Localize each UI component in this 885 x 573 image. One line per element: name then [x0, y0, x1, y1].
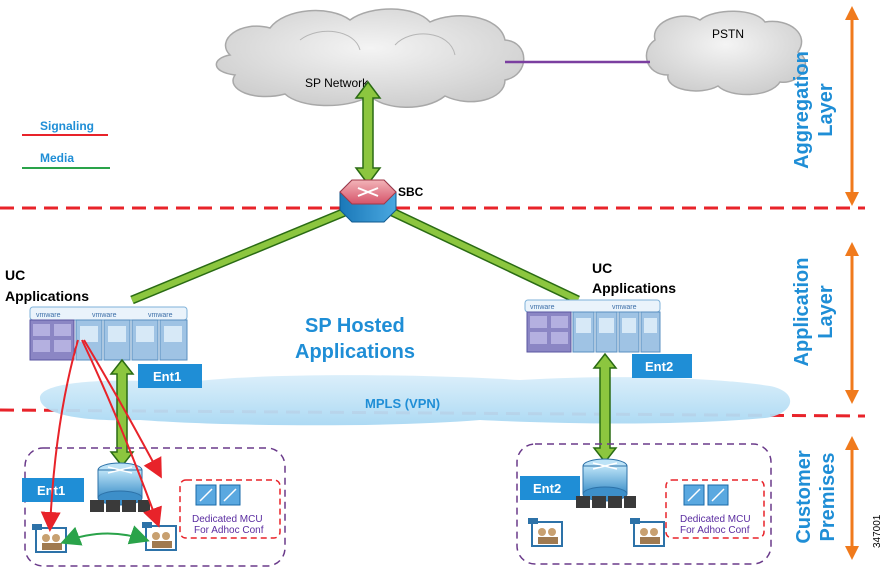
sbc-label: SBC — [398, 185, 424, 199]
legend-media-label: Media — [40, 151, 74, 165]
ent2-mcu-icon — [683, 484, 729, 506]
customer-premises-label: Customer Premises — [793, 450, 839, 544]
sp-hosted-title-line1: SP Hosted — [305, 315, 405, 337]
aggregation-layer-arrow — [845, 6, 859, 206]
ent1-mcu-box — [179, 479, 281, 539]
ent2-dc-badge-label: Ent2 — [645, 359, 673, 374]
uc-left-server-rack: vmware vmware vmware — [29, 306, 188, 361]
svg-text:Premises: Premises — [817, 453, 839, 542]
uc-left-title-line2: Applications — [5, 288, 89, 304]
svg-text:Layer: Layer — [815, 285, 837, 339]
aggregation-layer-label: Aggregation Layer — [791, 51, 837, 169]
signaling-arrow-mcu — [83, 339, 162, 479]
vmware-label-right-2: vmware — [612, 304, 637, 311]
customer-premises-arrow — [845, 436, 859, 560]
svg-text:Customer: Customer — [793, 450, 815, 544]
ent2-mcu-label-line1: Dedicated MCU — [680, 514, 751, 525]
sp-network-sbc-arrow — [354, 80, 382, 186]
vmware-label-left-2: vmware — [92, 312, 117, 319]
ent2-endpoint-left-icon — [528, 518, 563, 547]
sbc-router-icon — [339, 179, 397, 223]
pstn-cloud — [645, 10, 807, 96]
svg-text:Aggregation: Aggregation — [791, 51, 813, 169]
signaling-arrow-left — [40, 339, 79, 532]
ent1-premise-badge-label: Ent1 — [37, 483, 65, 498]
sbc-link-left — [130, 207, 347, 305]
uc-right-title-line2: Applications — [592, 280, 676, 296]
ent1-mcu-icon — [195, 484, 241, 506]
media-arrow — [60, 525, 150, 546]
ent1-premise-router-icon — [90, 462, 150, 512]
ent1-dc-badge-label: Ent1 — [153, 369, 181, 384]
sbc-link-right — [386, 205, 580, 305]
uc-right-server-rack: vmware vmware — [524, 299, 661, 353]
ent2-mcu-box — [665, 479, 765, 539]
ent1-endpoint-left-icon — [32, 524, 67, 553]
sp-hosted-title-line2: Applications — [295, 341, 415, 363]
ent1-premise-badge: Ent1 — [22, 478, 84, 502]
vmware-label-right-1: vmware — [530, 304, 555, 311]
svg-text:347001: 347001 — [872, 514, 883, 548]
mpls-label: MPLS (VPN) — [365, 396, 440, 411]
sp-network-cloud — [215, 8, 525, 108]
ent1-endpoint-right-icon — [142, 522, 177, 551]
sp-network-label: SP Network — [305, 76, 369, 90]
ent2-premise-badge-label: Ent2 — [533, 481, 561, 496]
ent2-endpoint-right-icon — [630, 518, 665, 547]
application-layer-arrow — [845, 242, 859, 404]
uc-right-title-line1: UC — [592, 260, 612, 276]
ent1-premise-box — [24, 447, 286, 567]
ent2-premise-box — [516, 443, 772, 565]
ent1-mcu-label-line2: For Adhoc Conf — [194, 525, 264, 536]
signaling-arrow-right — [81, 339, 162, 528]
ent1-dc-badge: Ent1 — [138, 364, 202, 388]
figure-id: 347001 — [872, 514, 883, 548]
svg-text:Layer: Layer — [815, 83, 837, 137]
vmware-label-left-1: vmware — [36, 312, 61, 319]
ent2-dc-badge: Ent2 — [632, 354, 692, 378]
vmware-label-left-3: vmware — [148, 312, 173, 319]
ent1-mcu-label-line1: Dedicated MCU — [192, 514, 263, 525]
pstn-label: PSTN — [712, 27, 744, 41]
legend-signaling-label: Signaling — [40, 119, 94, 133]
application-layer-label: Application Layer — [791, 258, 837, 367]
svg-text:Application: Application — [791, 258, 813, 367]
ent2-premise-badge: Ent2 — [520, 476, 580, 500]
legend: Signaling Media — [22, 119, 110, 169]
ent2-mcu-label-line2: For Adhoc Conf — [680, 525, 750, 536]
ent2-premise-router-icon — [576, 458, 636, 508]
uc-left-title-line1: UC — [5, 267, 25, 283]
